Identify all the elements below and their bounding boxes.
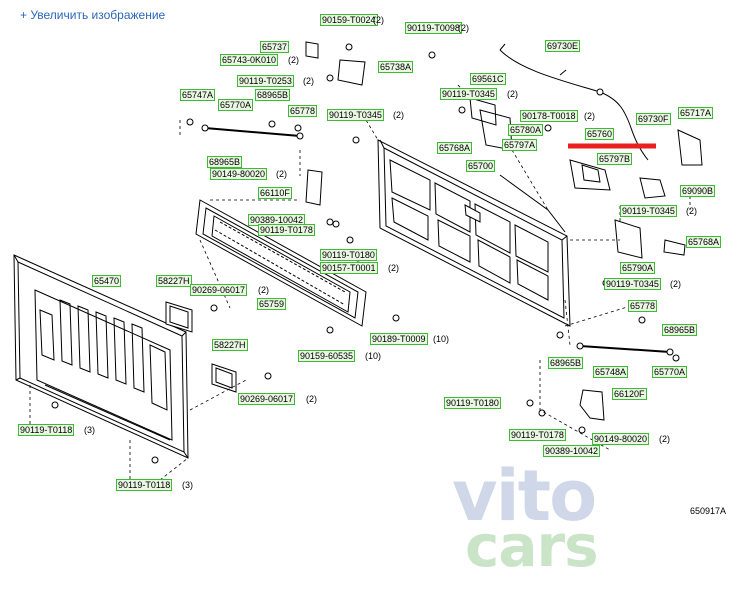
part-label[interactable]: 90157-T0001 (320, 262, 378, 274)
part-label[interactable]: 90149-80020 (592, 433, 650, 445)
part-qty: (2) (670, 279, 681, 289)
part-label[interactable]: 90119-T0253 (237, 75, 294, 87)
part-qty: (2) (258, 285, 269, 295)
part-label[interactable]: 66110F (258, 187, 292, 199)
part-label[interactable]: 65737 (260, 41, 290, 53)
part-label[interactable]: 65780A (508, 124, 544, 136)
inner-trim-panel (195, 199, 367, 327)
part-label[interactable]: 69090B (680, 185, 716, 197)
part-label[interactable]: 90119-T0345 (327, 109, 384, 121)
part-label[interactable]: 69561C (470, 73, 506, 85)
part-label[interactable]: 90389-10042 (543, 445, 601, 457)
part-label[interactable]: 65470 (92, 275, 122, 287)
part-label[interactable]: 65790A (620, 262, 656, 274)
part-label[interactable]: 68965B (662, 324, 698, 336)
part-label[interactable]: 69730E (545, 40, 581, 52)
part-label[interactable]: 90269-06017 (190, 284, 248, 296)
part-label[interactable]: 58227H (156, 275, 192, 287)
tailgate-frame (377, 139, 571, 327)
part-label[interactable]: 65797A (502, 139, 538, 151)
lock-assembly (469, 97, 703, 259)
part-label[interactable]: 65768A (437, 142, 473, 154)
part-label[interactable]: 90119-T0180 (444, 397, 501, 409)
part-qty: (2) (388, 263, 399, 273)
enlarge-image-link[interactable]: + Увеличить изображение (20, 8, 166, 22)
watermark-vito: vito (452, 455, 597, 537)
part-label[interactable]: 90149-80020 (210, 168, 268, 180)
part-label[interactable]: 90119-T0178 (258, 224, 315, 236)
part-label[interactable]: 90159-T0024 (320, 14, 378, 26)
part-label[interactable]: 90119-T0178 (509, 429, 566, 441)
part-label[interactable]: 65748A (593, 366, 629, 378)
part-label[interactable]: 65759 (257, 298, 287, 310)
part-qty: (2) (306, 394, 317, 404)
part-label[interactable]: 65770A (652, 366, 688, 378)
part-label[interactable]: 90119-T0118 (116, 479, 173, 491)
part-label[interactable]: 65700 (466, 160, 496, 172)
part-qty: (3) (182, 480, 193, 490)
part-label[interactable]: 65778 (628, 300, 658, 312)
part-qty: (2) (507, 89, 518, 99)
part-label[interactable]: 90119-T0118 (18, 424, 75, 436)
part-label[interactable]: 65760 (585, 128, 615, 140)
part-label[interactable]: 90189-T0009 (370, 333, 428, 345)
top-brackets (305, 41, 366, 86)
part-label[interactable]: 65738A (378, 61, 414, 73)
part-label[interactable]: 65770A (218, 99, 254, 111)
part-label[interactable]: 65743-0K010 (220, 54, 279, 66)
support-rods (201, 124, 674, 356)
part-label[interactable]: 90119-T0098 (405, 22, 462, 34)
part-label[interactable]: 65747A (180, 89, 216, 101)
part-qty: (2) (659, 434, 670, 444)
tailgate-parts-diagram (13, 41, 703, 488)
part-label[interactable]: 65768A (686, 236, 722, 248)
part-qty: (2) (373, 15, 384, 25)
part-label[interactable]: 69730F (636, 113, 671, 125)
part-qty: (2) (303, 76, 314, 86)
part-label[interactable]: 90119-T0180 (320, 249, 377, 261)
part-label[interactable]: 90178-T0018 (520, 110, 578, 122)
part-label[interactable]: 68965B (207, 156, 243, 168)
part-qty: (2) (458, 23, 469, 33)
part-qty: (2) (288, 55, 299, 65)
diagram-code: 650917A (689, 506, 726, 516)
watermark-cars: cars (465, 512, 599, 580)
part-label[interactable]: 90159-60535 (298, 350, 356, 362)
part-label[interactable]: 68965B (548, 357, 584, 369)
part-qty: (2) (276, 169, 287, 179)
part-label[interactable]: 90119-T0345 (620, 205, 677, 217)
part-label[interactable]: 66120F (612, 388, 647, 400)
part-qty: (2) (686, 206, 697, 216)
part-label[interactable]: 90119-T0345 (604, 278, 661, 290)
plates (165, 301, 237, 393)
part-qty: (10) (365, 351, 382, 361)
part-label[interactable]: 58227H (212, 339, 248, 351)
hinges (305, 169, 605, 421)
part-label[interactable]: 65797B (597, 153, 633, 165)
part-qty: (3) (84, 425, 95, 435)
part-label[interactable]: 65778 (288, 105, 318, 117)
part-qty: (2) (393, 110, 404, 120)
part-label[interactable]: 90119-T0345 (440, 88, 497, 100)
part-label[interactable]: 90269-06017 (238, 393, 296, 405)
part-label[interactable]: 65717A (678, 107, 714, 119)
part-label[interactable]: 68965B (255, 89, 291, 101)
part-qty: (2) (584, 111, 595, 121)
part-qty: (10) (433, 334, 450, 344)
outer-tailgate-panel (13, 254, 189, 459)
